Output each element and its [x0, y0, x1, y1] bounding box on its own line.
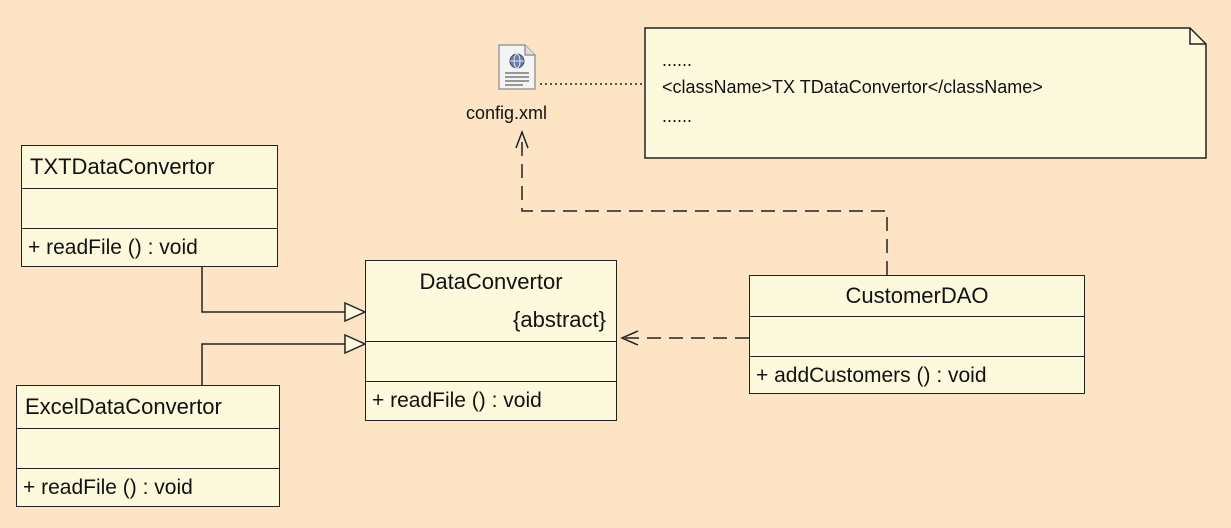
note-line-1: ......	[662, 50, 693, 70]
dependency-arrowhead-config	[515, 129, 529, 149]
generalization-arrowhead-excel	[344, 333, 367, 355]
dependency-arrowhead-data	[620, 330, 639, 346]
note-line-3: ......	[662, 106, 693, 126]
config-file-label: config.xml	[466, 103, 548, 123]
note-outline	[644, 27, 1207, 159]
attributes-compartment	[22, 188, 277, 228]
class-txt-data-convertor[interactable]: TXTDataConvertor + readFile () : void	[21, 145, 278, 267]
class-data-convertor[interactable]: DataConvertor {abstract} + readFile () :…	[365, 260, 617, 421]
class-stereotype: {abstract}	[513, 307, 606, 332]
attributes-compartment	[750, 316, 1084, 356]
operation: + readFile () : void	[17, 468, 279, 506]
dependency-customer-config	[521, 132, 888, 275]
class-name: CustomerDAO	[845, 283, 989, 308]
class-name: DataConvertor	[419, 269, 563, 294]
note-fold	[1189, 28, 1206, 45]
generalization-excel	[201, 343, 345, 385]
operation: + readFile () : void	[366, 381, 616, 419]
class-header: DataConvertor {abstract}	[366, 261, 616, 341]
attributes-compartment	[366, 341, 616, 381]
note-line-2: <className>TX TDataConvertor</className>	[662, 77, 1043, 97]
class-excel-data-convertor[interactable]: ExcelDataConvertor + readFile () : void	[16, 385, 280, 507]
generalization-arrowhead-txt	[344, 301, 367, 323]
class-name: ExcelDataConvertor	[25, 394, 222, 419]
operation: + readFile () : void	[22, 228, 277, 266]
attributes-compartment	[17, 428, 279, 468]
generalization-txt	[201, 267, 345, 313]
class-name: TXTDataConvertor	[30, 154, 215, 179]
xml-file-icon	[498, 44, 536, 90]
operation: + addCustomers () : void	[750, 356, 1084, 394]
class-customer-dao[interactable]: CustomerDAO + addCustomers () : void	[749, 275, 1085, 394]
